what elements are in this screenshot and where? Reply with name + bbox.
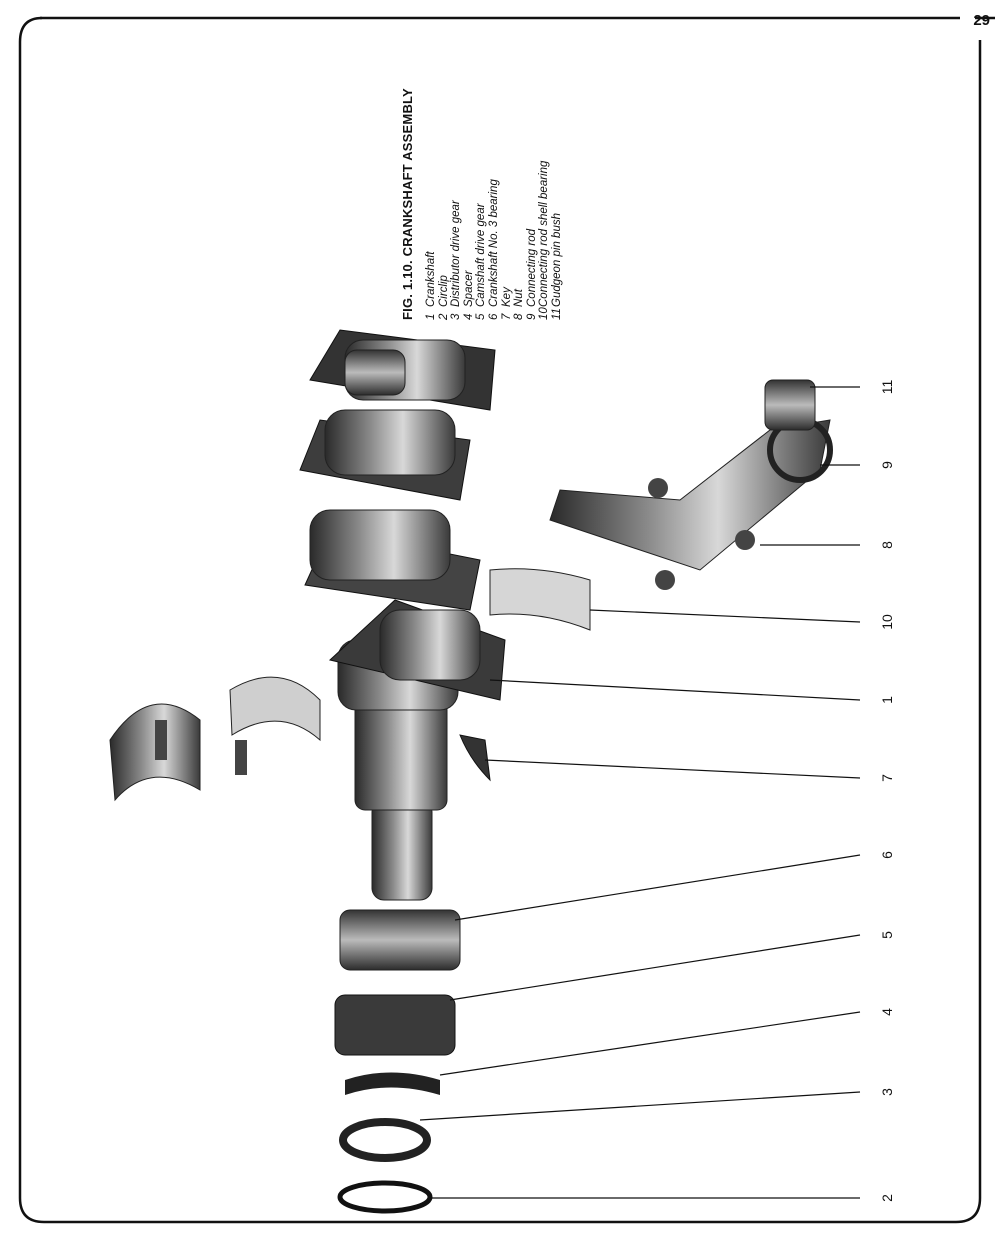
crankshaft-part [299, 329, 506, 901]
callout-4: 4 [879, 1008, 895, 1016]
callout-1: 1 [879, 696, 895, 704]
shell-bearing-part [489, 568, 591, 631]
callout-10: 10 [879, 614, 895, 630]
callout-9: 9 [879, 461, 895, 469]
figure-title: FIG. 1.10. CRANKSHAFT ASSEMBLY [400, 88, 415, 320]
legend-item: 3Distributor drive gear [450, 200, 463, 320]
legend-item: 6Crankshaft No. 3 bearing [487, 179, 500, 320]
distributor-gear-part [339, 1118, 431, 1162]
legend-item: 2Circlip [437, 275, 450, 320]
callout-7: 7 [879, 774, 895, 782]
legend-item: 5Camshaft drive gear [475, 203, 488, 320]
callout-11: 11 [879, 380, 895, 395]
legend-item: 4Spacer [462, 270, 475, 320]
legend-item: 1Crankshaft [425, 251, 437, 320]
callout-8: 8 [879, 541, 895, 549]
legend-item: 9Connecting rod [525, 229, 538, 320]
callout-6: 6 [879, 851, 895, 859]
legend-item: 7Key [500, 287, 513, 320]
connecting-rod-part [549, 417, 833, 590]
camshaft-gear-part [334, 994, 456, 1056]
main-bearing-cap-part [109, 676, 321, 802]
legend-item: 10Connecting rod shell bearing [538, 160, 551, 320]
page-number: 29 [973, 12, 990, 29]
callout-2: 2 [879, 1194, 895, 1202]
gudgeon-bush-part [764, 379, 816, 431]
figure-legend: 1Crankshaft 2Circlip 3Distributor drive … [425, 20, 564, 320]
figure-caption: FIG. 1.10. CRANKSHAFT ASSEMBLY 1Cranksha… [400, 20, 564, 320]
circlip-part [337, 1180, 433, 1214]
legend-item: 11Gudgeon pin bush [550, 213, 563, 320]
callout-3: 3 [879, 1088, 895, 1096]
callout-5: 5 [879, 931, 895, 939]
key-part [459, 734, 491, 782]
legend-item: 8Nut [513, 289, 526, 320]
leader-lines [419, 386, 861, 1199]
no3-bearing-part [339, 909, 461, 971]
spacer-part [345, 1072, 440, 1095]
